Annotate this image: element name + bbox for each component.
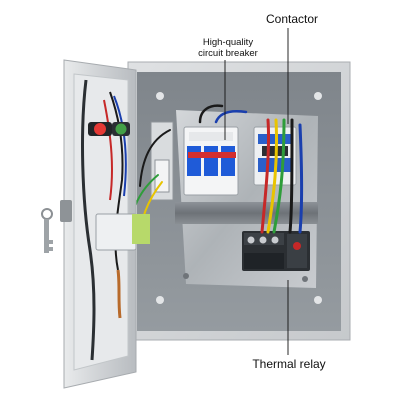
- key-icon: [41, 208, 53, 220]
- breaker-callout-line-2: circuit breaker: [198, 48, 258, 59]
- breaker-callout-line-1: High-quality: [202, 37, 254, 48]
- wiring: [130, 104, 303, 241]
- circuit-breaker: [183, 126, 239, 196]
- din-rail: [175, 202, 318, 224]
- enclosure-door: [41, 59, 150, 389]
- thermal-relay-callout: Thermal relay: [252, 357, 326, 371]
- callout-lines: [224, 28, 289, 355]
- thermal-relay: [242, 231, 310, 271]
- terminal-block: [150, 121, 174, 201]
- contactor-callout: Contactor: [265, 12, 319, 26]
